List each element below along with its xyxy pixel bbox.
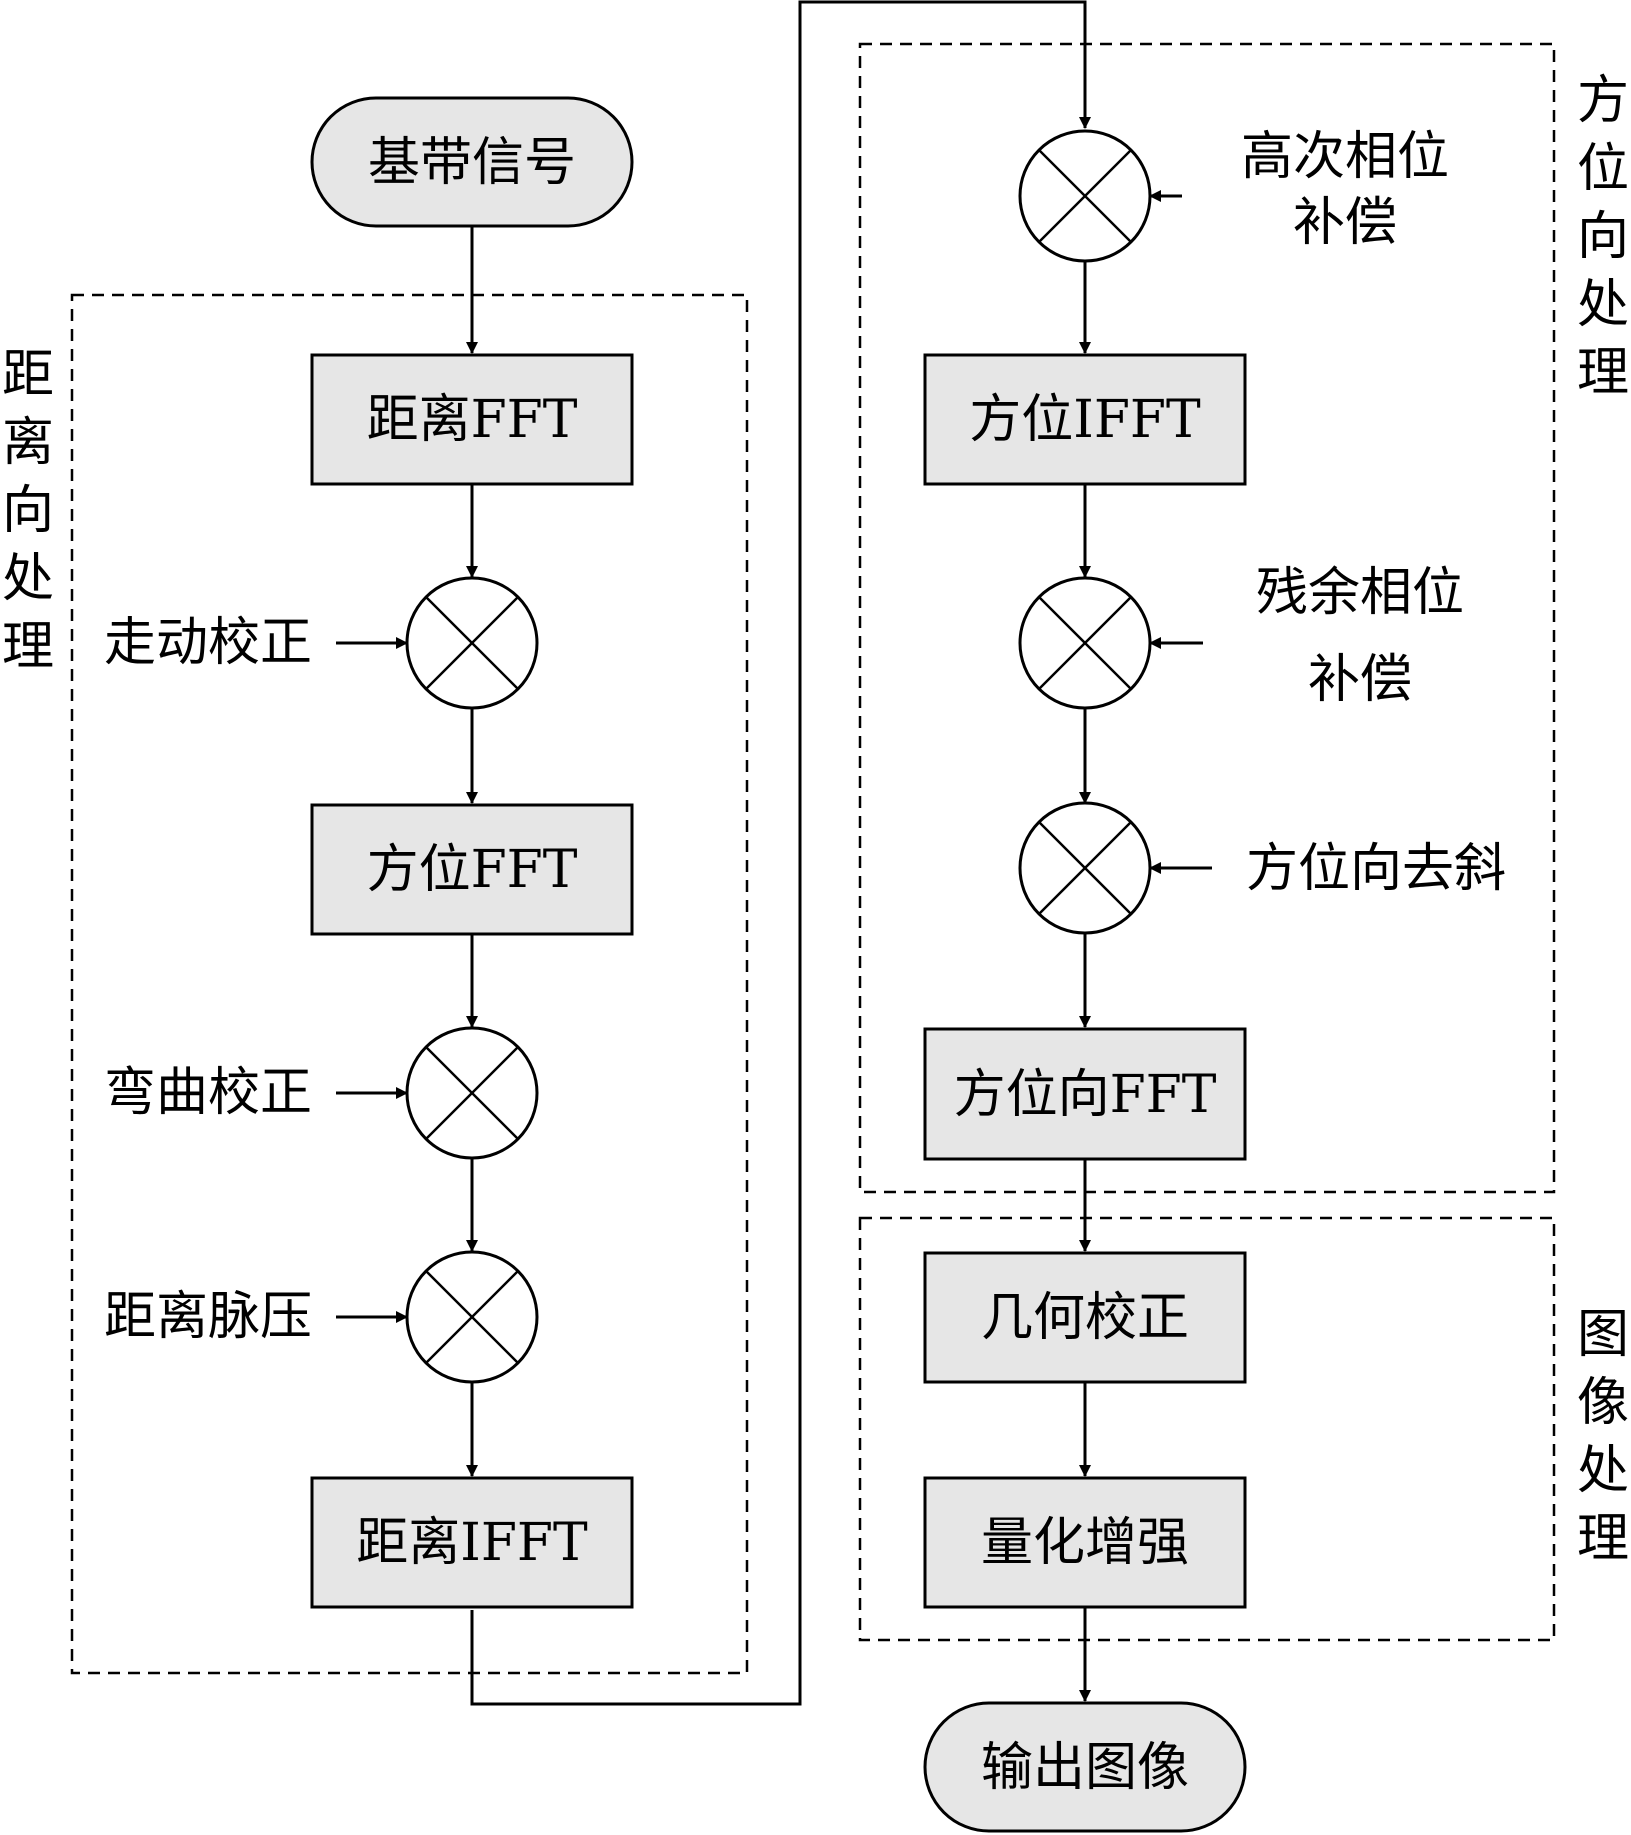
image-label-char: 理 xyxy=(1577,1509,1629,1569)
range-compression-mixer xyxy=(405,1250,539,1384)
range-label-char: 处 xyxy=(2,549,54,609)
range-fft-label: 距离FFT xyxy=(367,390,578,450)
azimuth-dir-fft-box: 方位向FFT xyxy=(923,1027,1247,1161)
azimuth-processing-group xyxy=(858,42,1556,1194)
high-order-phase-mixer xyxy=(1018,129,1152,263)
azimuth-label-char: 处 xyxy=(1577,275,1629,335)
geo-correction-label: 几何校正 xyxy=(981,1288,1189,1348)
walk-correction-label: 走动校正 xyxy=(104,613,312,673)
start-node: 基带信号 xyxy=(310,96,634,228)
range-label-char: 向 xyxy=(2,481,54,541)
azimuth-ifft-box: 方位IFFT xyxy=(923,353,1247,486)
image-label-char: 像 xyxy=(1577,1373,1629,1433)
range-label-char: 距 xyxy=(2,345,54,405)
azimuth-label-char: 向 xyxy=(1577,207,1629,267)
residual-phase-mixer xyxy=(1018,576,1152,710)
range-label-char: 离 xyxy=(2,413,54,473)
curve-correction-mixer xyxy=(405,1026,539,1160)
azimuth-deramp-label: 方位向去斜 xyxy=(1246,839,1506,899)
residual-phase-label-line1: 残余相位 xyxy=(1256,563,1464,623)
crossover-connector xyxy=(470,0,1091,1706)
azimuth-label-char: 位 xyxy=(1577,139,1629,199)
residual-phase-label-line2: 补偿 xyxy=(1308,650,1412,710)
range-processing-label: 距 离 向 处 理 xyxy=(2,345,54,677)
range-processing-group xyxy=(70,293,749,1675)
curve-correction-label: 弯曲校正 xyxy=(104,1063,312,1123)
geo-correction-box: 几何校正 xyxy=(923,1251,1247,1384)
range-label-char: 理 xyxy=(2,617,54,677)
walk-correction-mixer xyxy=(405,576,539,710)
azimuth-ifft-label: 方位IFFT xyxy=(969,390,1201,450)
azimuth-label-char: 理 xyxy=(1577,343,1629,403)
range-fft-box: 距离FFT xyxy=(310,353,634,486)
azimuth-fft-label: 方位FFT xyxy=(367,840,578,900)
azimuth-label-char: 方 xyxy=(1577,71,1629,131)
azimuth-deramp-mixer xyxy=(1018,801,1152,935)
image-processing-label: 图 像 处 理 xyxy=(1577,1305,1629,1569)
quant-enhance-box: 量化增强 xyxy=(923,1476,1247,1609)
high-order-phase-label-line2: 补偿 xyxy=(1293,193,1397,253)
image-label-char: 处 xyxy=(1577,1441,1629,1501)
image-processing-group xyxy=(858,1216,1556,1642)
range-ifft-box: 距离IFFT xyxy=(310,1476,634,1609)
output-node-label: 输出图像 xyxy=(981,1738,1189,1798)
image-label-char: 图 xyxy=(1577,1305,1629,1365)
azimuth-processing-label: 方 位 向 处 理 xyxy=(1577,71,1629,403)
azimuth-fft-box: 方位FFT xyxy=(310,803,634,936)
high-order-phase-label-line1: 高次相位 xyxy=(1241,127,1449,187)
azimuth-dir-fft-label: 方位向FFT xyxy=(954,1065,1217,1125)
start-node-label: 基带信号 xyxy=(368,133,576,193)
quant-enhance-label: 量化增强 xyxy=(981,1513,1189,1573)
range-compression-label: 距离脉压 xyxy=(104,1287,312,1347)
range-ifft-label: 距离IFFT xyxy=(356,1513,588,1573)
output-node: 输出图像 xyxy=(923,1701,1247,1833)
